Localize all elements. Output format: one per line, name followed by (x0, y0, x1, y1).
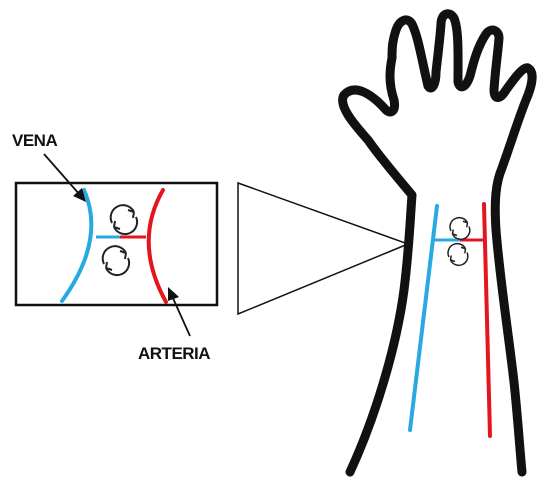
vein-leader-arrow (44, 154, 86, 202)
inset-vein-line (62, 190, 91, 301)
circular-arrows-icon (448, 244, 468, 266)
magnifier-triangle (238, 183, 408, 314)
detail-frame (16, 183, 217, 305)
circular-arrows-icon (450, 218, 470, 240)
artery-label: ARTERIA (138, 344, 210, 363)
circular-arrows-icon (111, 205, 137, 234)
detail-inset (16, 183, 217, 305)
forearm-vein-line (410, 206, 437, 430)
inset-artery-line (149, 190, 166, 302)
artery-leader-arrow (168, 287, 190, 336)
circular-arrows-icon (103, 246, 129, 275)
vein-label: VENA (12, 131, 57, 150)
